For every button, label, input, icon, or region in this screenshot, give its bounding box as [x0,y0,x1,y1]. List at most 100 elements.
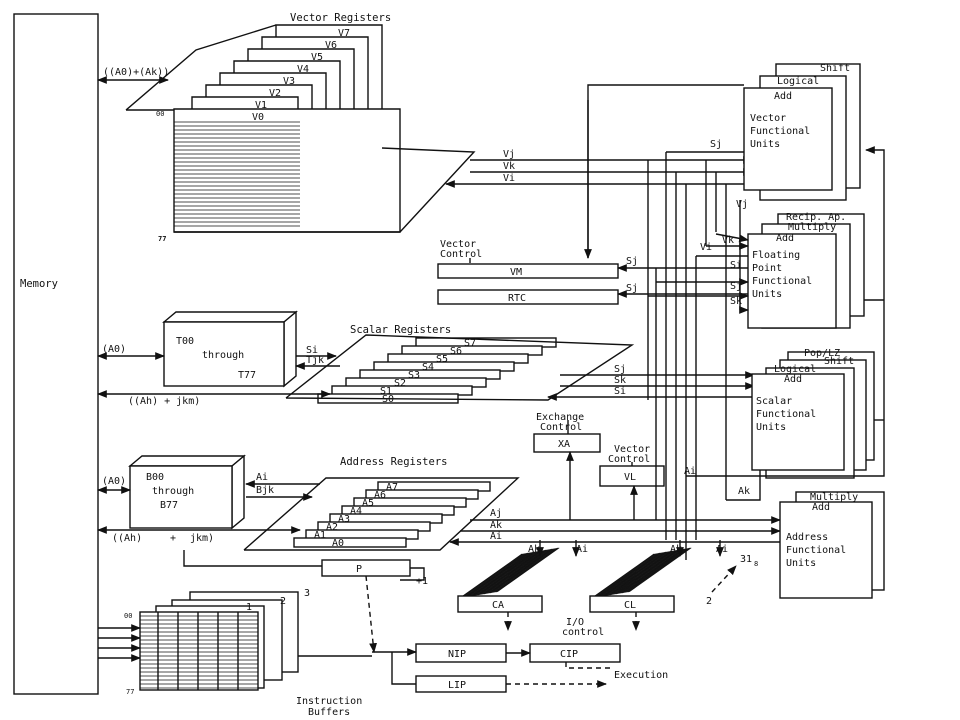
ibuf-title-1: Instruction [296,696,362,707]
vector-control: Vector Control VM Sj RTC Sj [437,239,752,305]
ca-port-ak: Ak [528,544,540,555]
vm-label: VM [510,267,522,278]
ibuf-index-1: 1 [246,602,252,613]
sfu-port-ak: Ak [738,486,750,497]
vfu-name-3: Units [750,139,780,150]
sfu-stack-logical: Logical [774,364,816,375]
scalar-ports: Sj Sk Si [547,364,755,401]
exchange-control-title-2: Control [540,422,582,433]
sfu-box [751,373,845,471]
p-plus-one: +1 [416,576,428,587]
vl-control-title-2: Control [608,454,650,465]
afu-name-2: Functional [786,545,846,556]
vfu-stack-logical: Logical [777,76,819,87]
fpfu-port-si: Si [730,260,742,271]
rtc-port: Sj [626,283,638,294]
address-register-label: A5 [362,498,374,509]
ca-block: Ak Ai CA [457,540,588,631]
cl-port-ai: Ai [716,544,728,555]
vector-registers: Vector Registers V7 V6 V5 V4 V3 V2 V1 V0… [125,12,476,243]
b-mem-addr: (A0) [102,476,126,487]
vreg-label-v4: V4 [297,64,309,75]
ibuf-title-2: Buffers [308,707,350,718]
cip-label: CIP [560,649,578,660]
aport-aj: Aj [490,508,502,519]
scalar-register-label: S7 [464,338,476,349]
memory-box [13,13,99,695]
vl-label: VL [624,472,636,483]
b-label-3: B77 [160,500,178,511]
scalar-registers-title: Scalar Registers [350,324,451,336]
instruction-buffer-grid [139,611,259,691]
vreg-index-bottom: 77 [158,235,166,243]
p-box [321,559,411,577]
vector-registers-title: Vector Registers [290,12,391,24]
sreg-mem-addr: ((Ah) + jkm) [128,396,200,407]
vreg-label-v2: V2 [269,88,281,99]
scalar-register-label: S0 [382,394,394,405]
io-control: I/O control [562,617,604,638]
t-label-2: through [202,350,244,361]
vreg-label-v3: V3 [283,76,295,87]
cl-two: 2 [706,596,712,607]
memory-label: Memory [20,278,58,290]
vreg-label-v6: V6 [325,40,337,51]
lip-label: LIP [448,680,466,691]
fpfu-name-1: Floating [752,250,800,261]
vl-control-title-1: Vector [614,444,650,455]
scalar-functional-units: Pop/LZ Shift Logical Add Scalar Function… [751,348,875,479]
b-port-ai: Ai [256,472,268,483]
vreg-index-top: 00 [156,110,164,118]
areg-mem-addr-1: ((Ah) [112,533,142,544]
sfu-stack-shift: Shift [824,356,854,367]
t-label-3: T77 [238,370,256,381]
p-register: P +1 [183,550,428,653]
fpfu-box [747,233,837,329]
xa-label: XA [558,439,570,450]
vm-box [437,263,619,279]
address-register-label: A2 [326,522,338,533]
t-registers: T00 through T77 (A0) Si Tjk [97,310,340,388]
cl-block: Ak Ai CL 31 8 2 [589,540,758,631]
t-mem-addr: (A0) [102,344,126,355]
vreg-label-v0: V0 [252,112,264,123]
fpfu-stack-multiply: Multiply [788,222,836,233]
fpfu-port-sj: Sj [730,281,742,292]
ibuf-index-top: 00 [124,612,132,620]
sfu-stack-poplz: Pop/LZ [804,348,840,359]
sfu-name-2: Functional [756,409,816,420]
vport-vi: Vi [503,173,515,184]
vector-ports: Vj Vk Vi [445,149,753,188]
ibuf-index-bottom: 77 [126,688,134,696]
vector-control-title-1: Vector [440,239,476,250]
io-control-title-2: control [562,627,604,638]
ca-box [457,595,543,613]
vfu-port-sj: Sj [710,139,722,150]
b-register-box [129,465,233,529]
address-functional-units: Multiply Add Address Functional Units [779,491,885,599]
vector-control-title-2: Control [440,249,482,260]
rtc-label: RTC [508,293,526,304]
vreg-label-v5: V5 [311,52,323,63]
t-port-tjk: Tjk [306,355,324,366]
exchange-control: Exchange Control XA [533,412,601,520]
interconnect: Sj Vj Vk Vi Ai Ak [584,84,885,560]
vfu-stack-shift: Shift [820,63,850,74]
cl-channels-sub: 8 [754,560,758,568]
afu-box [779,501,873,599]
aport-ak: Ak [490,520,502,531]
vfu-box [743,87,833,191]
scalar-register-label: S2 [394,378,406,389]
address-register-label: A7 [386,482,398,493]
vreg-label-v7: V7 [338,28,350,39]
areg-mem-addr-2: + [170,533,176,544]
fpfu-name-2: Point [752,263,782,274]
io-control-title-1: I/O [566,617,584,628]
sport-si: Si [614,386,626,397]
fpfu-name-3: Functional [752,276,812,287]
ca-port-ai: Ai [576,544,588,555]
ibuf-index-3: 3 [304,588,310,599]
vector-functional-units: Shift Logical Add Vector Functional Unit… [743,63,861,201]
